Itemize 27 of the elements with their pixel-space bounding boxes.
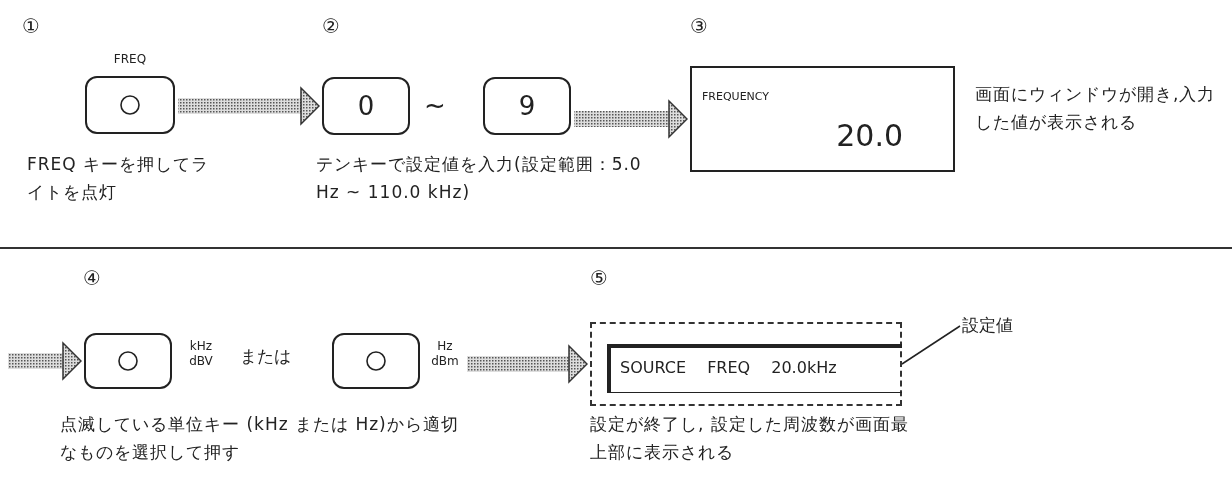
status-text: SOURCE FREQ 20.0kHz bbox=[620, 358, 837, 377]
window-title: FREQUENCY bbox=[702, 90, 769, 103]
step-caption: 画面にウィンドウが開き,入力した値が表示される bbox=[975, 83, 1217, 134]
step-number: ⑤ bbox=[590, 266, 608, 290]
callout-text: 設定値 bbox=[962, 314, 1022, 340]
step-caption: FREQ キーを押してライトを点灯 bbox=[27, 153, 211, 204]
key-button: 0 bbox=[322, 77, 410, 135]
frequency-value: 20.0 bbox=[836, 118, 903, 153]
block-arrow bbox=[467, 345, 588, 383]
step-caption: テンキーで設定値を入力(設定範囲：5.0 Hz ~ 110.0 kHz) bbox=[316, 153, 643, 204]
step-caption: 設定が終了し, 設定した周波数が画面最上部に表示される bbox=[590, 413, 910, 464]
block-arrow bbox=[178, 87, 320, 125]
block-arrow bbox=[574, 100, 688, 138]
key-label: FREQ bbox=[112, 52, 148, 67]
block-arrow bbox=[8, 342, 82, 380]
step-number: ④ bbox=[83, 266, 101, 290]
key-button: 9 bbox=[483, 77, 571, 135]
unit-label: kHz dBV bbox=[188, 339, 214, 369]
step-number: ③ bbox=[690, 14, 708, 38]
display-window bbox=[690, 66, 955, 172]
range-sign: ~ bbox=[424, 90, 446, 120]
leader-line bbox=[901, 325, 961, 365]
step-caption: 点滅している単位キー (kHz または Hz)から適切なものを選択して押す bbox=[60, 413, 460, 464]
unit-label: Hz dBm bbox=[430, 339, 460, 369]
connector-word: または bbox=[240, 345, 291, 368]
step-number: ① bbox=[22, 14, 40, 38]
step-number: ② bbox=[322, 14, 340, 38]
